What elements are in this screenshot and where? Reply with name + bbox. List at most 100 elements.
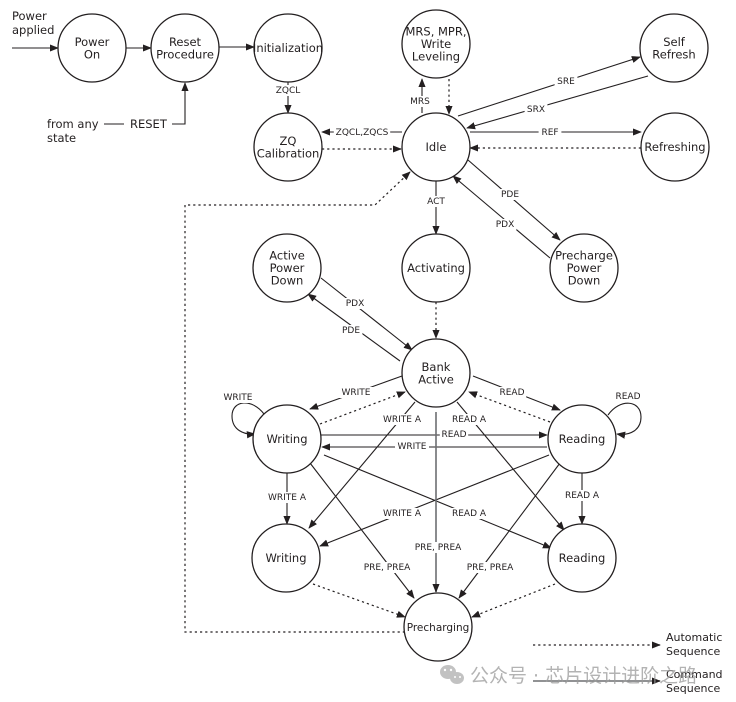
state-circle bbox=[403, 592, 473, 662]
edge-selfrefresh-idle bbox=[466, 75, 649, 130]
edge-anystate-reset bbox=[172, 82, 189, 125]
edge-label-ref: REF bbox=[541, 128, 558, 138]
edge-reading-bankactive-auto bbox=[468, 391, 551, 423]
edge-label-write-ba: WRITE bbox=[342, 388, 371, 398]
state-idle: Idle bbox=[401, 112, 471, 182]
edge-label-bg bbox=[408, 96, 432, 107]
state-label: Reading bbox=[559, 551, 606, 565]
state-writing: Writing bbox=[252, 404, 322, 474]
state-precharging: Precharging bbox=[403, 592, 473, 662]
edge-label-pre-center: PRE, PREA bbox=[415, 543, 462, 553]
legend-automatic-label: Automatic Sequence bbox=[666, 631, 726, 658]
edge-prechargepd-idle bbox=[452, 175, 551, 259]
edge-label-bg bbox=[379, 414, 425, 425]
state-initialization: Initialization bbox=[253, 13, 323, 83]
edge-idle-selfrefresh bbox=[457, 56, 641, 117]
state-label: Writing bbox=[266, 432, 307, 446]
state-activating: Activating bbox=[401, 233, 471, 303]
state-circle bbox=[639, 13, 709, 83]
edge-labels: ZQCLZQCL,ZQCSMRSSRESRXREFACTPDEPDXPDXPDE… bbox=[221, 76, 643, 573]
power-applied-text: Power applied bbox=[12, 9, 54, 37]
state-label: Precharging bbox=[407, 622, 470, 634]
edge-label-bg bbox=[562, 490, 602, 501]
edge-writing-self-loop bbox=[231, 402, 265, 439]
edge-label-write-self: WRITE bbox=[224, 393, 253, 403]
edge-label-pdx-active: PDX bbox=[346, 299, 365, 309]
edge-precharging-idle-auto bbox=[184, 171, 411, 633]
edge-label-pde-idle: PDE bbox=[501, 190, 519, 200]
edge-label-bg bbox=[538, 127, 562, 138]
from-any-state-text: from any state bbox=[47, 117, 102, 145]
edge-label-bg bbox=[439, 429, 469, 440]
state-label: Activating bbox=[407, 261, 465, 275]
state-circle bbox=[547, 404, 617, 474]
edge-label-bg bbox=[554, 76, 578, 87]
edge-label-mrs: MRS bbox=[410, 97, 430, 107]
edge-label-bg bbox=[343, 298, 367, 309]
state-circle bbox=[640, 112, 710, 182]
state-writing-a: Writing bbox=[251, 523, 321, 593]
watermark-text: 公众号 · 芯片设计进阶之路 bbox=[470, 665, 697, 687]
edge-activepd-bankactive bbox=[320, 277, 413, 351]
state-circle bbox=[401, 9, 471, 79]
edge-label-bg bbox=[613, 391, 643, 402]
edge-label-read-a-r: READ A bbox=[565, 491, 600, 501]
edge-label-zqcl-init: ZQCL bbox=[276, 86, 301, 96]
watermark: 公众号 · 芯片设计进阶之路 bbox=[440, 665, 697, 687]
edge-label-bg bbox=[409, 542, 467, 553]
state-reading-a: Reading bbox=[547, 523, 617, 593]
edge-label-bg bbox=[333, 127, 391, 138]
edge-label-read-a-ba: READ A bbox=[452, 415, 487, 425]
edge-label-read-a-w2ra: READ A bbox=[452, 509, 487, 519]
state-circle bbox=[253, 112, 323, 182]
edge-label-bg bbox=[356, 562, 418, 573]
state-circle bbox=[401, 233, 471, 303]
edge-label-bg bbox=[497, 387, 527, 398]
edge-label-act: ACT bbox=[427, 197, 445, 207]
state-circle bbox=[150, 13, 220, 83]
edge-label-bg bbox=[273, 85, 303, 96]
edge-label-pdx-idle: PDX bbox=[496, 220, 515, 230]
edge-label-bg bbox=[221, 392, 255, 403]
edge-writinga-precharging-auto bbox=[312, 583, 406, 618]
state-label: Writing bbox=[265, 551, 306, 565]
state-circle bbox=[251, 523, 321, 593]
state-reading: Reading bbox=[547, 404, 617, 474]
state-label: Initialization bbox=[253, 41, 323, 55]
edge-writing-precharging bbox=[309, 462, 415, 599]
state-circle bbox=[253, 13, 323, 83]
state-circle bbox=[547, 523, 617, 593]
reset-text: RESET bbox=[130, 117, 168, 131]
edge-label-pde-active: PDE bbox=[342, 326, 360, 336]
edge-label-bg bbox=[395, 441, 429, 452]
edge-label-sre: SRE bbox=[557, 77, 575, 87]
state-label: Idle bbox=[426, 140, 447, 154]
edge-label-bg bbox=[449, 508, 489, 519]
edge-label-bg bbox=[264, 492, 310, 503]
wechat-icon bbox=[440, 665, 464, 684]
edge-label-write-a-ba: WRITE A bbox=[383, 415, 422, 425]
edge-label-read-ba: READ bbox=[499, 388, 524, 398]
edge-label-bg bbox=[339, 387, 373, 398]
state-circle bbox=[401, 338, 471, 408]
legend: Automatic Sequence Command Sequence bbox=[666, 631, 726, 695]
edge-label-pre-left: PRE, PREA bbox=[364, 563, 411, 573]
free-text: Power applied from any state RESET bbox=[12, 9, 168, 145]
edge-label-bg bbox=[493, 219, 517, 230]
edge-label-bg bbox=[339, 325, 363, 336]
